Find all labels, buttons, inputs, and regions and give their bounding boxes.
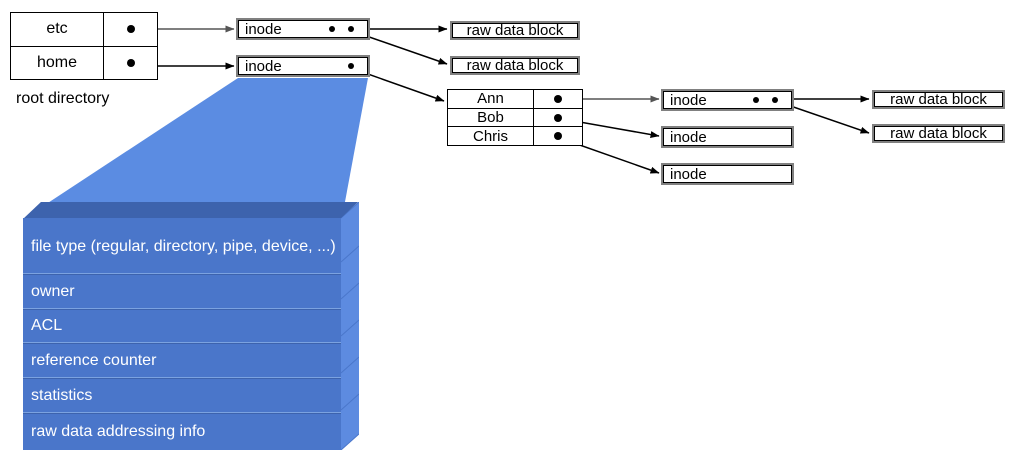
inode-field-row: raw data addressing info: [23, 412, 341, 450]
pointer-dot-icon: [554, 113, 562, 122]
table-row[interactable]: Chris: [448, 127, 582, 146]
inode-field-label: owner: [31, 282, 75, 300]
inode-label: inode: [245, 20, 282, 38]
table-row[interactable]: Ann: [448, 90, 582, 109]
inode-field-label: statistics: [31, 386, 93, 404]
inode-field-label: reference counter: [31, 351, 157, 369]
inode-field-row: ACL: [23, 308, 341, 344]
dir-entry-name: etc: [11, 13, 104, 46]
root-directory-caption: root directory: [16, 90, 110, 107]
pointer-dot-icon: [753, 97, 759, 103]
inode-label: inode: [670, 91, 707, 109]
inode-detail-box: file type (regular, directory, pipe, dev…: [23, 202, 359, 450]
raw-data-block-label: raw data block: [890, 125, 987, 142]
root-directory-table: etc home: [10, 12, 158, 80]
inode-box-bob: inode: [661, 126, 794, 148]
dir-entry-name: Ann: [448, 90, 534, 108]
dir-entry-pointer[interactable]: [534, 90, 582, 108]
inode-box-ann: inode: [661, 89, 794, 111]
inode-field-row: statistics: [23, 378, 341, 413]
pointer-dot-icon: [554, 132, 562, 141]
table-row[interactable]: home: [11, 46, 157, 80]
inode-detail-front-face: file type (regular, directory, pipe, dev…: [23, 218, 341, 450]
inode-field-row: reference counter: [23, 343, 341, 379]
inode-field-label: raw data addressing info: [31, 423, 206, 441]
dir-entry-name: Bob: [448, 108, 534, 127]
home-directory-table: Ann Bob Chris: [447, 89, 583, 146]
pointer-dot-icon: [772, 97, 778, 103]
pointer-dot-icon: [126, 25, 135, 34]
dir-entry-pointer[interactable]: [534, 127, 582, 145]
dir-entry-name: home: [11, 46, 104, 79]
raw-data-block: raw data block: [872, 90, 1005, 109]
inode-detail-right-face: [341, 202, 359, 450]
inode-label: inode: [670, 165, 707, 183]
dir-entry-pointer[interactable]: [104, 13, 157, 46]
inode-pointer-group: [348, 63, 368, 69]
inode-pointer-group: [329, 26, 368, 32]
raw-data-block: raw data block: [450, 21, 580, 40]
inode-field-row: owner: [23, 274, 341, 309]
inode-label: inode: [670, 128, 707, 146]
table-row[interactable]: etc: [11, 13, 157, 47]
inode-field-row: file type (regular, directory, pipe, dev…: [23, 218, 341, 275]
pointer-dot-icon: [329, 26, 335, 32]
inode-detail-top-face: [23, 202, 358, 219]
inode-box-chris: inode: [661, 163, 794, 185]
dir-entry-pointer[interactable]: [534, 109, 582, 127]
inode-field-label: file type (regular, directory, pipe, dev…: [31, 237, 336, 255]
pointer-dot-icon: [554, 94, 562, 103]
pointer-dot-icon: [348, 63, 354, 69]
raw-data-block: raw data block: [872, 124, 1005, 143]
raw-data-block-label: raw data block: [466, 22, 564, 39]
raw-data-block: raw data block: [450, 56, 580, 75]
raw-data-block-label: raw data block: [466, 57, 564, 74]
dir-entry-name: Chris: [448, 127, 534, 146]
inode-field-label: ACL: [31, 317, 63, 335]
pointer-dot-icon: [348, 26, 354, 32]
raw-data-block-label: raw data block: [890, 91, 987, 108]
inode-label: inode: [245, 57, 282, 75]
inode-box-home: inode: [236, 55, 370, 77]
inode-pointer-group: [753, 97, 792, 103]
inode-box-etc: inode: [236, 18, 370, 40]
dir-entry-pointer[interactable]: [104, 47, 157, 80]
table-row[interactable]: Bob: [448, 108, 582, 128]
pointer-dot-icon: [126, 58, 135, 67]
